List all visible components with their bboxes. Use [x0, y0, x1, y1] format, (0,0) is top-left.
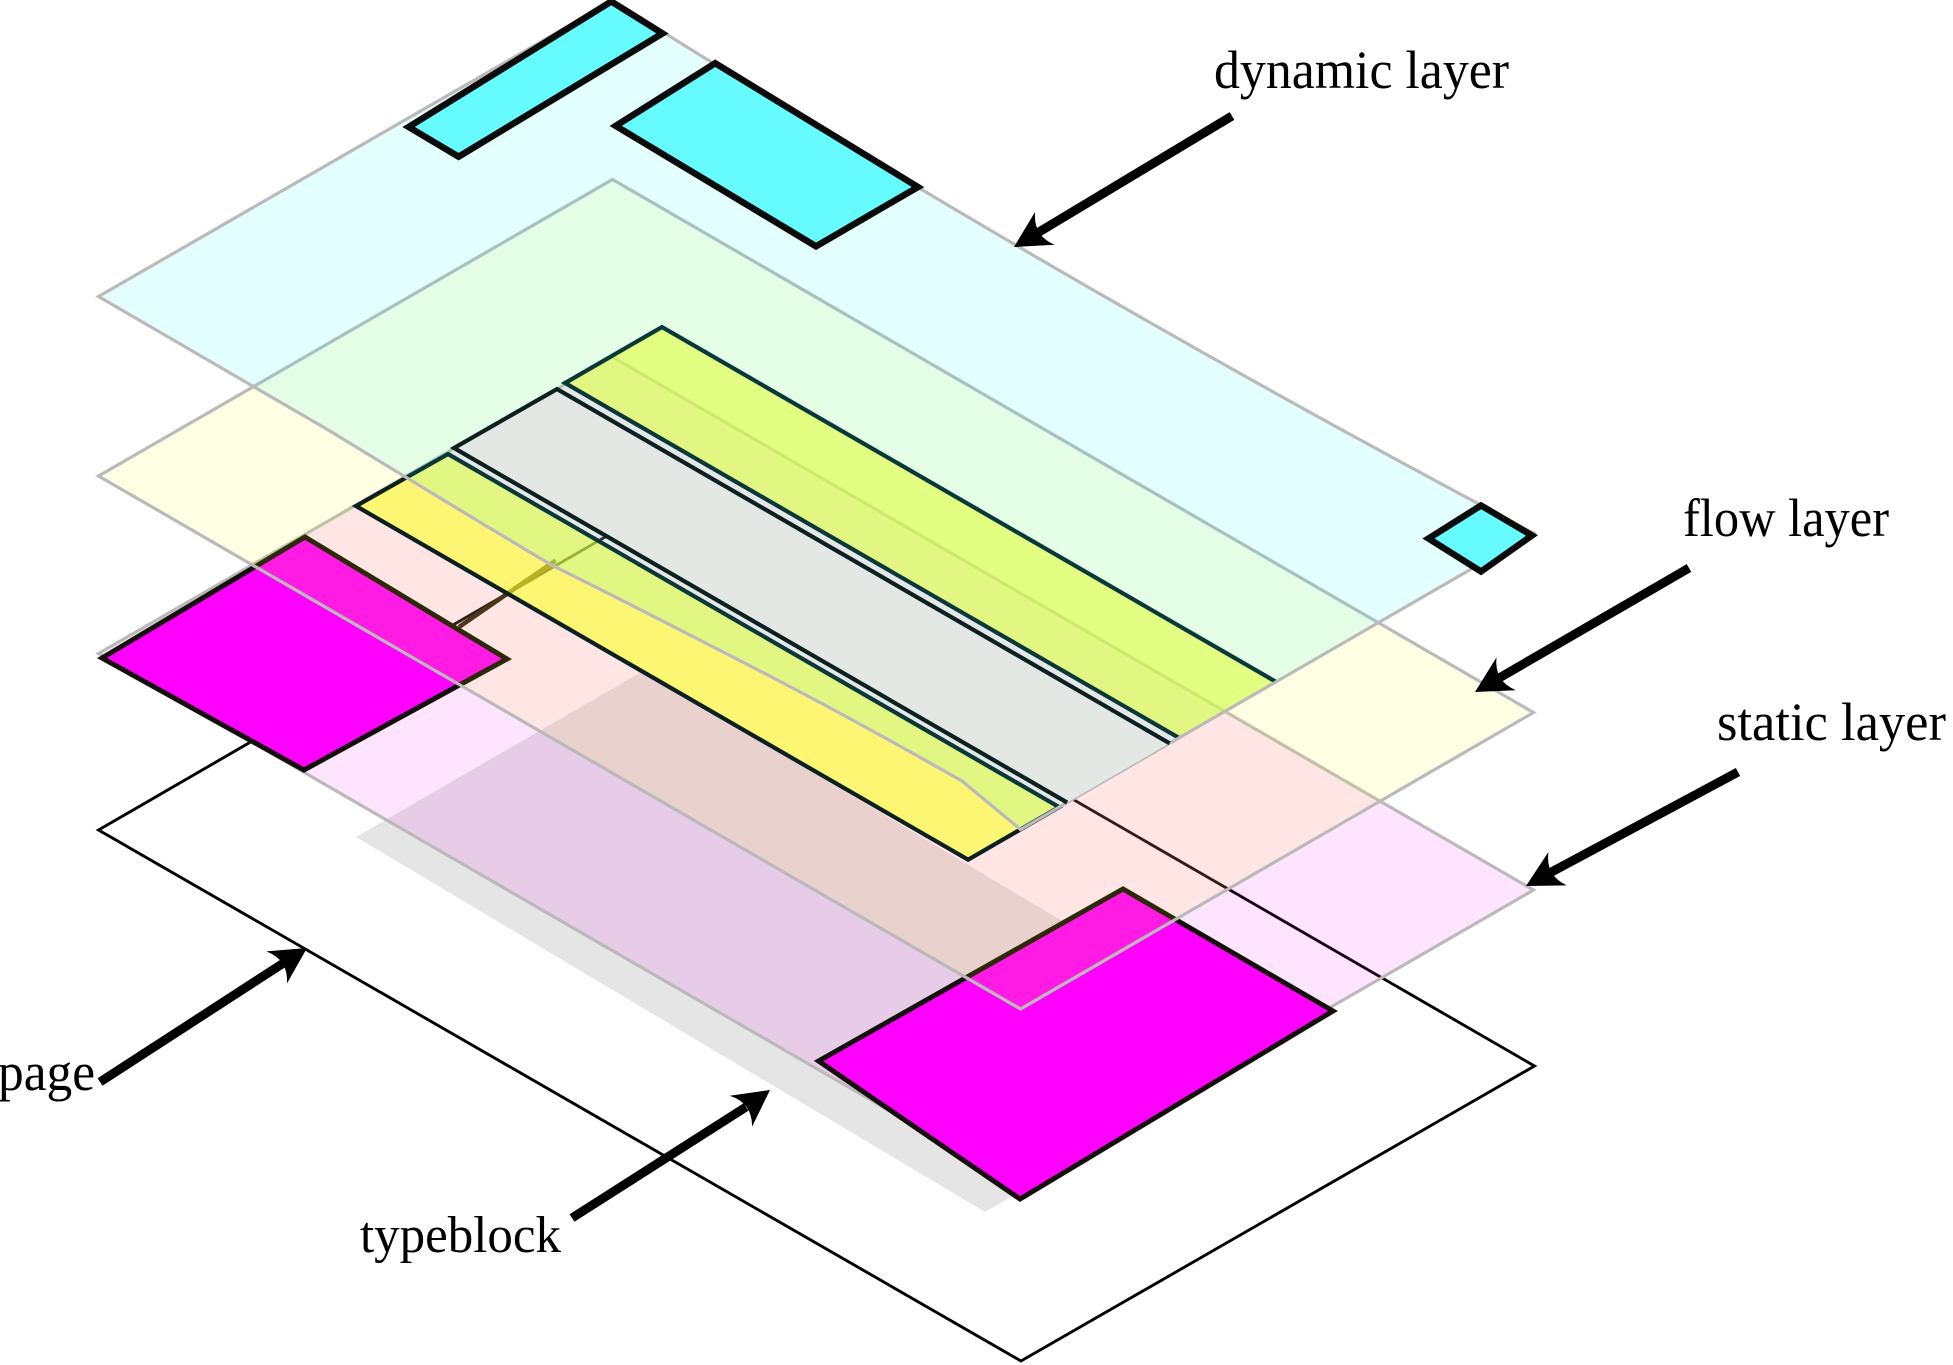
svg-text:dynamic layer: dynamic layer	[1214, 40, 1509, 100]
svg-text:static layer: static layer	[1717, 692, 1946, 752]
svg-text:page: page	[0, 1042, 95, 1102]
svg-text:flow layer: flow layer	[1683, 488, 1889, 548]
svg-text:typeblock: typeblock	[360, 1207, 561, 1264]
